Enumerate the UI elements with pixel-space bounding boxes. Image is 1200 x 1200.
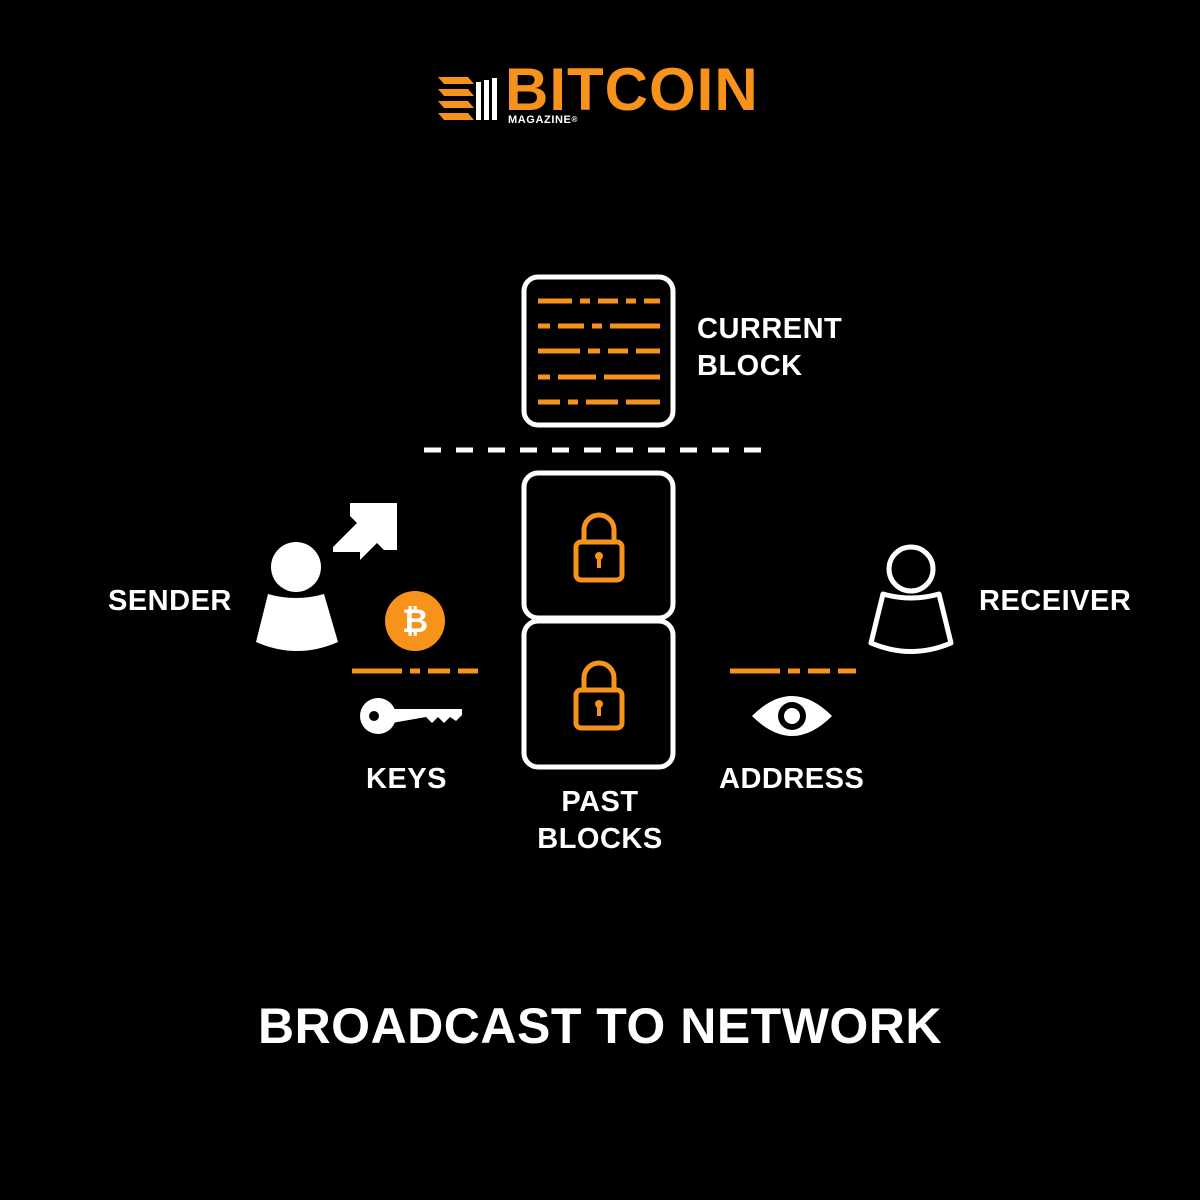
past-blocks-label-line2: BLOCKS — [537, 823, 663, 855]
current-block — [521, 274, 676, 428]
past-block-lower — [521, 618, 676, 770]
current-block-label-line1: CURRENT — [697, 313, 843, 345]
logo-subtitle-text: MAGAZINE — [508, 114, 572, 126]
bitcoin-magazine-logo-icon — [438, 77, 497, 120]
current-block-label-line2: BLOCK — [697, 350, 803, 382]
sender-person-icon — [256, 542, 338, 651]
past-blocks-label-line1: PAST — [561, 786, 639, 818]
logo-wordmark: BITCOIN — [505, 56, 759, 123]
block-document-icon — [538, 298, 660, 405]
receiver-person-icon — [868, 544, 954, 654]
diagram-caption: BROADCAST TO NETWORK — [257, 998, 943, 1054]
send-arrow-icon — [333, 503, 397, 560]
padlock-icon — [573, 512, 625, 583]
sender-label: SENDER — [108, 585, 232, 617]
key-icon — [360, 698, 462, 734]
keys-label: KEYS — [366, 763, 447, 795]
bitcoin-coin-icon — [385, 591, 445, 651]
bitcoin-symbol: ₿ — [401, 602, 429, 640]
registered-mark: ® — [571, 115, 578, 124]
past-block-upper — [521, 470, 676, 621]
padlock-icon — [573, 660, 625, 731]
current-block-label: CURRENT BLOCK — [697, 311, 842, 385]
past-blocks-label: PAST BLOCKS — [520, 784, 680, 858]
address-label: ADDRESS — [719, 763, 865, 795]
logo-subtitle: MAGAZINE® — [508, 114, 578, 126]
receiver-label: RECEIVER — [979, 585, 1132, 617]
eye-icon — [752, 696, 832, 736]
